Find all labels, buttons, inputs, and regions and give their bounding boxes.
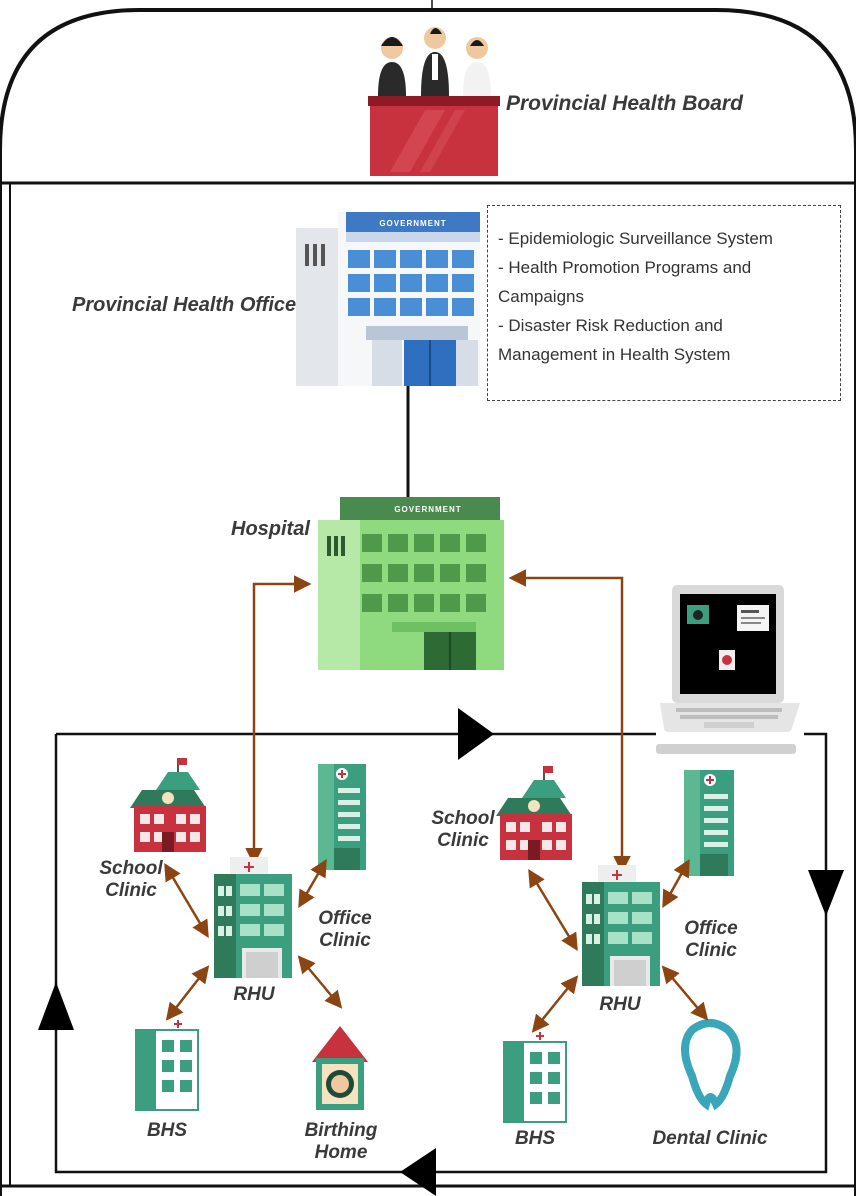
- provincial-office-building-icon: [296, 212, 480, 386]
- left-rhu-label: RHU: [233, 984, 275, 1005]
- loop-arrow-bottom: [400, 1148, 436, 1196]
- right-office-clinic-icon: [684, 770, 734, 876]
- left-rhu-icon: [214, 857, 292, 978]
- office-sign: GOVERNMENT: [379, 219, 446, 228]
- left-office-clinic-icon: [318, 764, 366, 870]
- left-school-clinic-label: School Clinic: [99, 858, 163, 901]
- hospital-building-icon: [318, 497, 504, 670]
- left-rhu-bhs-arrow: [165, 965, 210, 1021]
- loop-arrow-right: [808, 870, 844, 916]
- right-rhu-dental-arrow: [661, 965, 709, 1021]
- hospital-sign: GOVERNMENT: [394, 505, 461, 514]
- board-people-icon: [378, 27, 491, 96]
- office-label: Provincial Health Office: [72, 294, 297, 316]
- left-office-clinic-label: Office Clinic: [318, 908, 372, 951]
- right-rhu-bhs-arrow: [531, 975, 579, 1033]
- board-desk-icon: [368, 96, 500, 176]
- left-bhs-label: BHS: [146, 1120, 188, 1141]
- right-rhu-office-arrow: [662, 858, 690, 909]
- left-school-clinic-icon: [130, 758, 206, 852]
- left-birthing-home-label: Birthing Home: [304, 1120, 378, 1163]
- program-item: - Health Promotion Programs and Campaign…: [498, 258, 752, 306]
- hospital-left-rhu-link: [245, 575, 312, 866]
- hospital-right-rhu-link: [508, 569, 631, 874]
- dental-clinic-label: Dental Clinic: [652, 1128, 768, 1149]
- left-rhu-office-arrow: [298, 858, 327, 909]
- outer-frame: [0, 8, 856, 1196]
- right-bhs-label: BHS: [514, 1128, 556, 1149]
- left-rhu-birthing-arrow: [297, 955, 343, 1009]
- right-rhu-icon: [582, 865, 660, 986]
- right-rhu-label: RHU: [599, 994, 641, 1015]
- right-school-clinic-label: School Clinic: [431, 808, 495, 851]
- loop-arrow-top: [458, 708, 494, 760]
- program-item: - Disaster Risk Reduction and Management…: [498, 316, 731, 364]
- left-rhu-school-arrow: [164, 862, 209, 939]
- tooth-icon: [681, 1019, 741, 1111]
- left-birthing-home-icon: [312, 1026, 368, 1110]
- laptop-icon: [656, 585, 804, 758]
- left-bhs-icon: [135, 1018, 199, 1111]
- right-bhs-icon: [503, 1030, 567, 1123]
- hospital-label: Hospital: [231, 518, 310, 540]
- loop-arrow-left: [38, 982, 74, 1030]
- right-school-clinic-icon: [496, 766, 572, 860]
- program-item: - Epidemiologic Surveillance System: [498, 229, 773, 248]
- right-office-clinic-label: Office Clinic: [684, 918, 738, 961]
- board-label: Provincial Health Board: [506, 92, 743, 115]
- right-rhu-school-arrow: [528, 869, 578, 951]
- office-programs-box: - Epidemiologic Surveillance System - He…: [487, 205, 841, 401]
